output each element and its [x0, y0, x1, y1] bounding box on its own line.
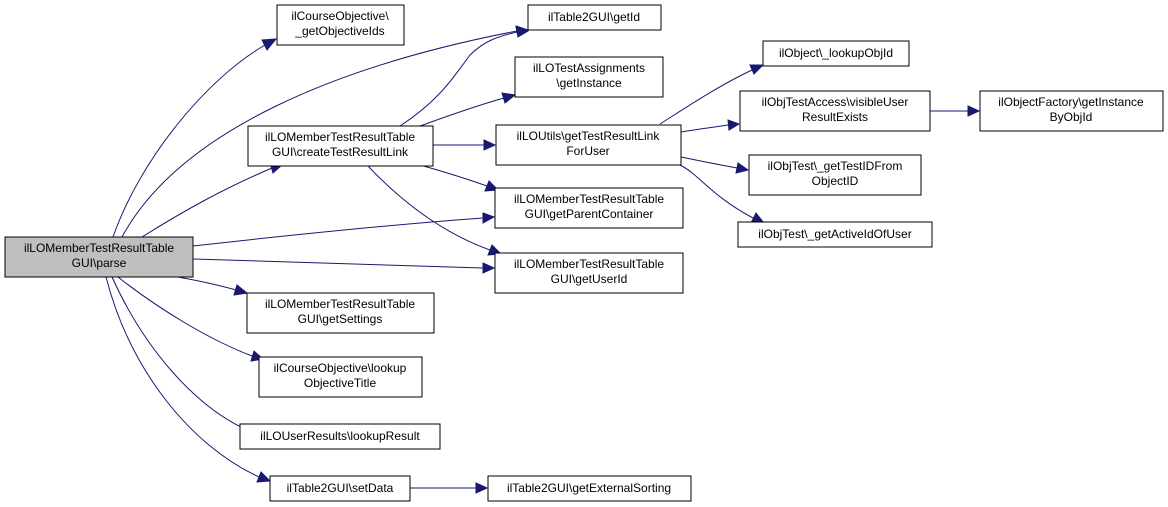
edge-createLink-to-getUserId: [366, 164, 503, 256]
node-createLink[interactable]: ilLOMemberTestResultTable GUI\createTest…: [247, 125, 434, 167]
node-assignGetInst[interactable]: ilLOTestAssignments \getInstance: [514, 56, 664, 98]
edge-createLink-to-getId: [399, 26, 530, 127]
edge-getLinkForUser-to-visibleUser: [680, 119, 741, 133]
edge-createLink-to-assignGetInst: [419, 92, 517, 127]
node-visibleUser[interactable]: ilObjTestAccess\visibleUser ResultExists: [739, 90, 931, 132]
svg-text:ObjectID: ObjectID: [812, 174, 859, 188]
edge-parse-to-lookupResult: [111, 276, 256, 434]
svg-text:GUI\getParentContainer: GUI\getParentContainer: [525, 207, 654, 221]
svg-text:ilCourseObjective\: ilCourseObjective\: [291, 9, 389, 23]
svg-text:GUI\createTestResultLink: GUI\createTestResultLink: [272, 145, 409, 159]
svg-text:ilObjTestAccess\visibleUser: ilObjTestAccess\visibleUser: [762, 95, 909, 109]
node-lookupObjId[interactable]: ilObject\_lookupObjId: [762, 40, 910, 67]
svg-text:_getObjectiveIds: _getObjectiveIds: [294, 24, 384, 38]
svg-text:ObjectiveTitle: ObjectiveTitle: [304, 376, 377, 390]
edge-getLinkForUser-to-lookupObjId: [659, 64, 765, 125]
svg-text:ilLOUtils\getTestResultLink: ilLOUtils\getTestResultLink: [517, 129, 661, 143]
edge-getLinkForUser-to-getTestId: [680, 156, 750, 174]
node-getExtSort[interactable]: ilTable2GUI\getExternalSorting: [487, 475, 692, 502]
node-getLinkForUser[interactable]: ilLOUtils\getTestResultLink ForUser: [495, 124, 682, 166]
svg-text:ilObjTest\_getActiveIdOfUser: ilObjTest\_getActiveIdOfUser: [758, 227, 911, 241]
svg-text:ilObjTest\_getTestIDFrom: ilObjTest\_getTestIDFrom: [768, 159, 903, 173]
node-getTestId[interactable]: ilObjTest\_getTestIDFrom ObjectID: [748, 154, 922, 196]
svg-text:ilObjectFactory\getInstance: ilObjectFactory\getInstance: [998, 95, 1144, 109]
node-factoryInst[interactable]: ilObjectFactory\getInstance ByObjId: [979, 90, 1164, 132]
svg-text:ilObject\_lookupObjId: ilObject\_lookupObjId: [779, 46, 893, 60]
svg-text:ResultExists: ResultExists: [802, 110, 868, 124]
edge-parse-to-getObjectiveIds: [112, 38, 278, 238]
edge-parse-to-createLink: [141, 162, 285, 238]
svg-text:ilLOUserResults\lookupResult: ilLOUserResults\lookupResult: [260, 429, 420, 443]
svg-text:ilLOMemberTestResultTable: ilLOMemberTestResultTable: [24, 241, 174, 255]
edge-createLink-to-getLinkForUser: [433, 139, 497, 151]
svg-text:GUI\getUserId: GUI\getUserId: [551, 272, 628, 286]
svg-text:ForUser: ForUser: [566, 144, 609, 158]
svg-text:ilTable2GUI\setData: ilTable2GUI\setData: [287, 481, 394, 495]
edge-setData-to-getExtSort: [410, 482, 489, 494]
svg-text:ilTable2GUI\getExternalSorting: ilTable2GUI\getExternalSorting: [507, 481, 671, 495]
svg-text:ByObjId: ByObjId: [1050, 110, 1093, 124]
svg-text:GUI\parse: GUI\parse: [72, 256, 127, 270]
node-getObjectiveIds[interactable]: ilCourseObjective\ _getObjectiveIds: [276, 4, 405, 46]
edge-parse-to-getUserId: [192, 258, 496, 274]
svg-text:\getInstance: \getInstance: [556, 76, 622, 90]
svg-text:ilCourseObjective\lookup: ilCourseObjective\lookup: [274, 361, 407, 375]
edge-createLink-to-getParent: [419, 164, 500, 192]
svg-text:ilLOMemberTestResultTable: ilLOMemberTestResultTable: [265, 130, 415, 144]
edge-parse-to-setData: [105, 276, 272, 483]
node-setData[interactable]: ilTable2GUI\setData: [269, 475, 411, 502]
svg-text:ilLOMemberTestResultTable: ilLOMemberTestResultTable: [514, 192, 664, 206]
edge-visibleUser-to-factoryInst: [930, 105, 981, 117]
node-parse[interactable]: ilLOMemberTestResultTable GUI\parse: [4, 236, 194, 278]
node-getParent[interactable]: ilLOMemberTestResultTable GUI\getParentC…: [494, 187, 684, 229]
node-getSettings[interactable]: ilLOMemberTestResultTable GUI\getSetting…: [246, 292, 435, 334]
node-lookupObjTitle[interactable]: ilCourseObjective\lookup ObjectiveTitle: [258, 356, 423, 398]
svg-text:ilLOMemberTestResultTable: ilLOMemberTestResultTable: [514, 257, 664, 271]
node-table2GetId[interactable]: ilTable2GUI\getId: [527, 4, 662, 31]
node-lookupResult[interactable]: ilLOUserResults\lookupResult: [239, 423, 441, 450]
edge-parse-to-getParent: [192, 212, 496, 247]
edge-parse-to-getSettings: [177, 276, 249, 296]
node-getUserId[interactable]: ilLOMemberTestResultTable GUI\getUserId: [494, 252, 684, 294]
svg-text:ilLOMemberTestResultTable: ilLOMemberTestResultTable: [265, 297, 415, 311]
svg-text:ilLOTestAssignments: ilLOTestAssignments: [533, 61, 645, 75]
node-getActiveId[interactable]: ilObjTest\_getActiveIdOfUser: [737, 221, 933, 248]
svg-text:ilTable2GUI\getId: ilTable2GUI\getId: [548, 10, 640, 24]
svg-text:GUI\getSettings: GUI\getSettings: [298, 312, 383, 326]
